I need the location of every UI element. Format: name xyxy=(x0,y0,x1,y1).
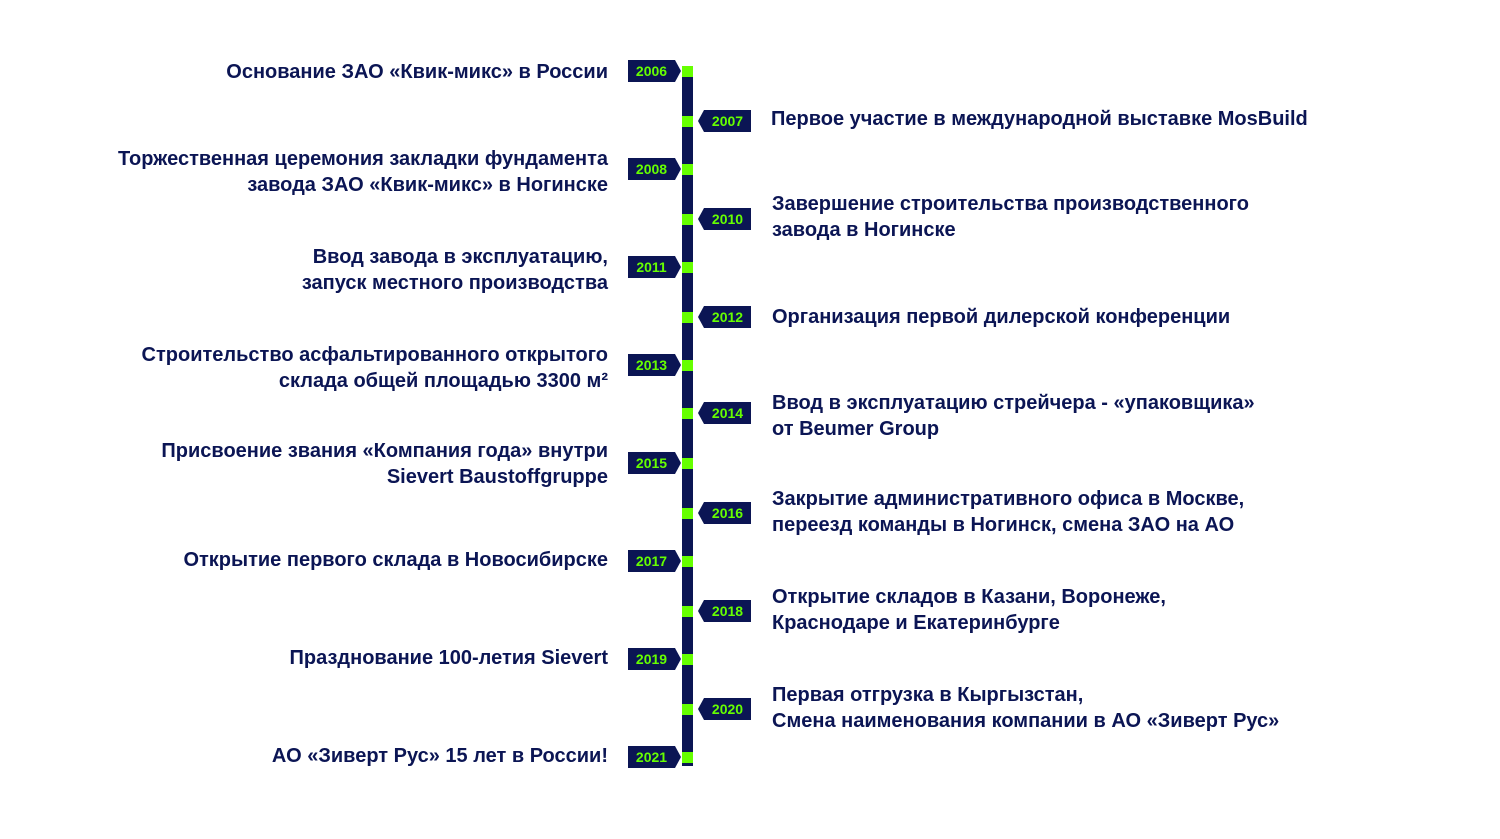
event-text-line-1: Присвоение звания «Компания года» внутри xyxy=(161,440,608,462)
event-2012: Организация первой дилерской конференции xyxy=(772,304,1230,330)
year-tag: 2019 xyxy=(628,648,681,670)
event-2019: Празднование 100-летия Sievert xyxy=(290,645,608,671)
timeline-marker xyxy=(682,164,693,175)
event-text: АО «Зиверт Рус» 15 лет в России! xyxy=(271,745,608,767)
year-tag: 2011 xyxy=(628,256,681,278)
event-text-line-2: Краснодаре и Екатеринбурге xyxy=(772,612,1060,634)
event-text-line-2: запуск местного производства xyxy=(301,272,608,294)
event-text-line-1: Первая отгрузка в Кыргызстан, xyxy=(772,684,1084,706)
event-2011: Ввод завода в эксплуатацию, запуск местн… xyxy=(302,244,608,296)
year-tag: 2014 xyxy=(698,402,751,424)
year-tag: 2016 xyxy=(698,502,751,524)
event-text-line-1: Ввод в эксплуатацию стрейчера - «упаковщ… xyxy=(772,392,1255,414)
timeline-marker xyxy=(682,606,693,617)
year-tag: 2006 xyxy=(628,60,681,82)
event-text: Открытие первого склада в Новосибирске xyxy=(183,549,608,571)
event-text-line-1: Открытие складов в Казани, Воронеже, xyxy=(772,586,1166,608)
event-text: Основание ЗАО «Квик-микс» в России xyxy=(226,61,608,83)
event-text: Первое участие в международной выставке … xyxy=(771,108,1308,130)
year-tag: 2020 xyxy=(698,698,751,720)
event-2010: Завершение строительства производственно… xyxy=(772,191,1249,243)
event-text-line-2: склада общей площадью 3300 м² xyxy=(278,370,608,392)
event-2018: Открытие складов в Казани, Воронеже, Кра… xyxy=(772,584,1166,636)
year-tag: 2021 xyxy=(628,746,681,768)
event-2006: Основание ЗАО «Квик-микс» в России xyxy=(226,59,608,85)
timeline-marker xyxy=(682,66,693,77)
event-text-line-1: Ввод завода в эксплуатацию, xyxy=(312,246,608,268)
event-text: Организация первой дилерской конференции xyxy=(772,306,1231,328)
year-tag: 2015 xyxy=(628,452,681,474)
event-text-line-2: завода ЗАО «Квик-микс» в Ногинске xyxy=(247,174,608,196)
event-text: Празднование 100-летия Sievert xyxy=(289,647,608,669)
year-tag: 2008 xyxy=(628,158,681,180)
event-text-line-2: Sievert Baustoffgruppe xyxy=(386,466,608,488)
timeline-marker xyxy=(682,556,693,567)
event-2017: Открытие первого склада в Новосибирске xyxy=(183,547,608,573)
event-text-line-1: Закрытие административного офиса в Москв… xyxy=(772,488,1245,510)
timeline-marker xyxy=(682,752,693,763)
event-text-line-2: от Beumer Group xyxy=(772,418,940,440)
event-text-line-1: Завершение строительства производственно… xyxy=(772,193,1249,215)
event-2021: АО «Зиверт Рус» 15 лет в России! xyxy=(272,743,608,769)
year-tag: 2013 xyxy=(628,354,681,376)
event-text-line-1: Торжественная церемония закладки фундаме… xyxy=(118,148,608,170)
timeline-marker xyxy=(682,458,693,469)
event-2020: Первая отгрузка в Кыргызстан, Смена наим… xyxy=(772,682,1279,734)
event-text-line-1: Строительство асфальтированного открытог… xyxy=(141,344,608,366)
timeline-marker xyxy=(682,360,693,371)
event-text-line-2: Смена наименования компании в АО «Зиверт… xyxy=(772,710,1280,732)
timeline-marker xyxy=(682,654,693,665)
event-2013: Строительство асфальтированного открытог… xyxy=(142,342,608,394)
event-text-line-2: завода в Ногинске xyxy=(772,219,956,241)
timeline-marker xyxy=(682,508,693,519)
year-tag: 2010 xyxy=(698,208,751,230)
year-tag: 2007 xyxy=(698,110,751,132)
timeline-marker xyxy=(682,262,693,273)
event-2016: Закрытие административного офиса в Москв… xyxy=(772,486,1244,538)
timeline-marker xyxy=(682,312,693,323)
timeline-marker xyxy=(682,408,693,419)
year-tag: 2017 xyxy=(628,550,681,572)
event-text-line-2: переезд команды в Ногинск, смена ЗАО на … xyxy=(772,514,1235,536)
event-2008: Торжественная церемония закладки фундаме… xyxy=(118,146,608,198)
event-2014: Ввод в эксплуатацию стрейчера - «упаковщ… xyxy=(772,390,1255,442)
year-tag: 2018 xyxy=(698,600,751,622)
timeline-marker xyxy=(682,704,693,715)
timeline-marker xyxy=(682,116,693,127)
year-tag: 2012 xyxy=(698,306,751,328)
event-2007: Первое участие в международной выставке … xyxy=(771,106,1308,132)
event-2015: Присвоение звания «Компания года» внутри… xyxy=(161,438,608,490)
timeline-marker xyxy=(682,214,693,225)
